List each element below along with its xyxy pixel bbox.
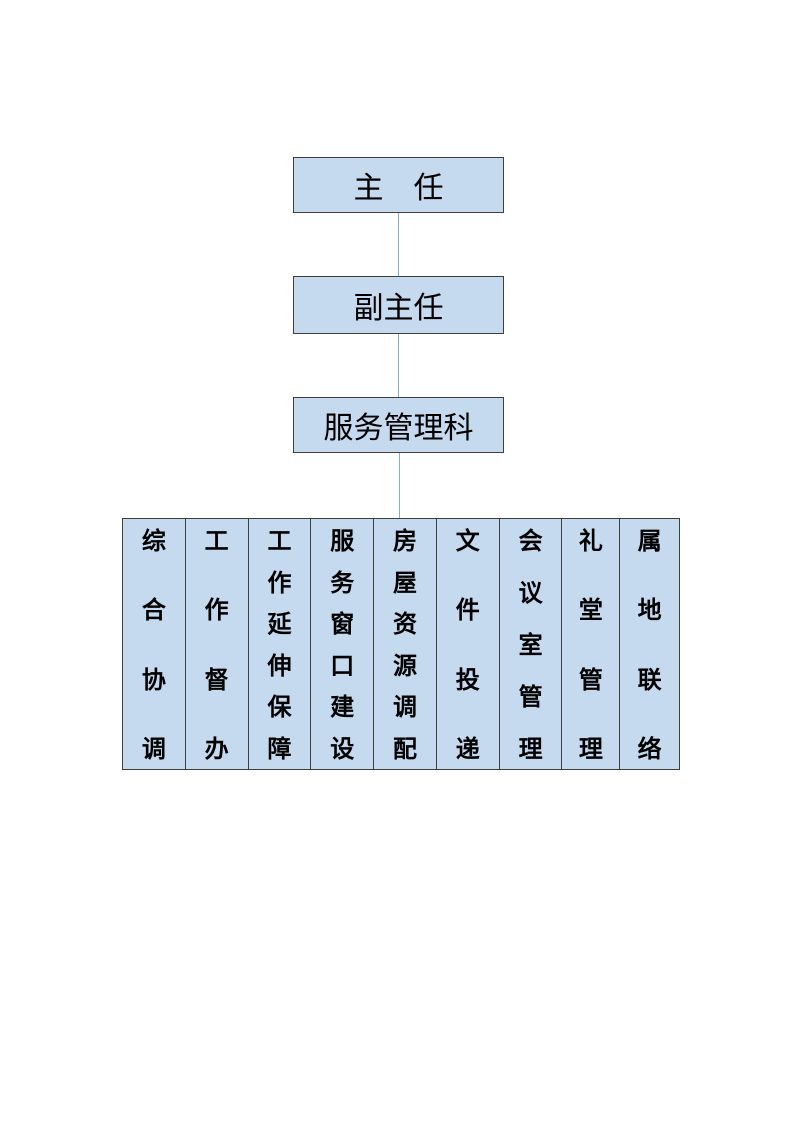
department-char: 件 <box>455 595 480 625</box>
department-char: 地 <box>637 595 662 625</box>
department-char: 递 <box>455 733 480 763</box>
department-char: 延 <box>267 609 292 639</box>
department-char: 礼 <box>578 526 603 555</box>
department-char: 室 <box>518 630 543 659</box>
department-char: 作 <box>267 567 292 597</box>
department-char: 窗 <box>330 609 355 639</box>
department-char: 理 <box>518 734 543 763</box>
department-char: 务 <box>330 567 355 597</box>
department-7: 会议室管理 <box>499 519 563 769</box>
department-char: 口 <box>330 650 355 680</box>
connector-deputy-section <box>398 334 399 397</box>
department-char: 工 <box>267 526 292 555</box>
department-char: 工 <box>204 526 229 555</box>
connector-section-departments <box>399 453 400 518</box>
department-char: 房 <box>393 526 418 555</box>
department-char: 障 <box>267 733 292 763</box>
department-9: 属地联络 <box>620 519 680 769</box>
department-char: 综 <box>141 526 166 555</box>
department-char: 设 <box>330 733 355 763</box>
department-2: 工作督办 <box>185 519 249 769</box>
department-char: 督 <box>204 664 229 694</box>
department-5: 房屋资源调配 <box>374 519 437 769</box>
department-char: 堂 <box>578 595 603 625</box>
department-6: 文件投递 <box>436 519 500 769</box>
department-char: 建 <box>330 692 355 722</box>
department-char: 属 <box>637 526 662 555</box>
department-char: 文 <box>455 526 480 555</box>
connector-director-deputy <box>398 213 399 276</box>
department-1: 综合协调 <box>123 519 186 769</box>
department-char: 源 <box>393 650 418 680</box>
deputy-director-box: 副主任 <box>293 276 504 334</box>
service-management-section-box: 服务管理科 <box>293 397 504 453</box>
department-char: 协 <box>141 664 166 694</box>
department-char: 作 <box>204 595 229 625</box>
department-8: 礼堂管理 <box>562 519 621 769</box>
director-box: 主 任 <box>293 157 504 213</box>
department-char: 服 <box>330 526 355 555</box>
department-char: 投 <box>455 664 480 694</box>
department-char: 联 <box>637 664 662 694</box>
department-char: 管 <box>578 664 603 694</box>
department-char: 配 <box>393 733 418 763</box>
department-char: 络 <box>637 733 662 763</box>
department-char: 管 <box>518 682 543 711</box>
department-char: 屋 <box>393 567 418 597</box>
department-char: 理 <box>578 733 603 763</box>
department-row: 综合协调工作督办工作延伸保障服务窗口建设房屋资源调配文件投递会议室管理礼堂管理属… <box>122 518 680 770</box>
department-3: 工作延伸保障 <box>248 519 312 769</box>
department-char: 调 <box>141 733 166 763</box>
department-char: 资 <box>393 609 418 639</box>
department-char: 保 <box>267 692 292 722</box>
department-4: 服务窗口建设 <box>311 519 375 769</box>
department-char: 会 <box>518 526 543 555</box>
department-char: 议 <box>518 578 543 607</box>
department-char: 调 <box>393 692 418 722</box>
department-char: 伸 <box>267 650 292 680</box>
department-char: 办 <box>204 733 229 763</box>
department-char: 合 <box>141 595 166 625</box>
